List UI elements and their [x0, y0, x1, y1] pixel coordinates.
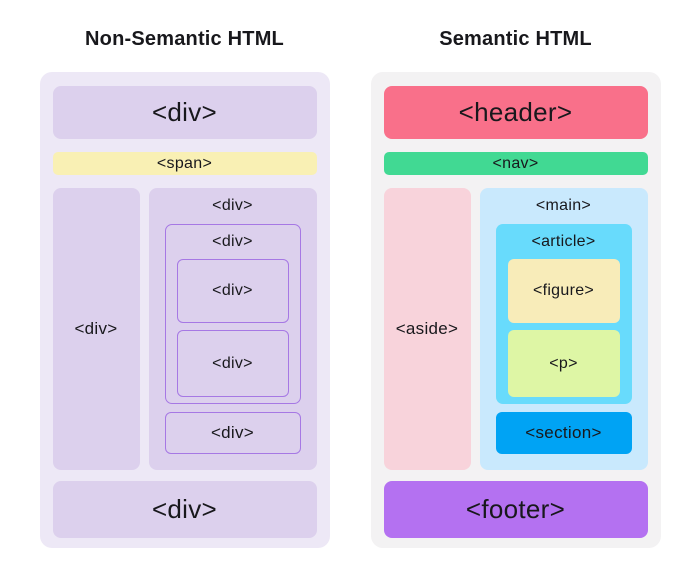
- footer-box: <footer>: [383, 481, 648, 538]
- main-column-label: <main>: [535, 197, 592, 214]
- section-box: <section>: [495, 412, 632, 454]
- semantic-layout-container: <header> <nav> <aside> <main> <article> …: [370, 72, 661, 548]
- bottom-banner-box: <div>: [52, 481, 317, 538]
- top-banner-box: <div>: [52, 86, 317, 139]
- article-box-label: <article>: [531, 233, 596, 250]
- article-box: <article> <figure> <p>: [495, 224, 632, 404]
- bar-box: <span>: [52, 152, 317, 175]
- sidebar-box: <div>: [52, 188, 140, 470]
- main-column: <main> <article> <figure> <p> <section>: [479, 188, 648, 470]
- header-box: <header>: [383, 86, 648, 139]
- nested-box-1: <div>: [176, 259, 289, 323]
- semantic-panel: Semantic HTML <header> <nav> <aside> <ma…: [370, 26, 661, 548]
- non-semantic-layout-container: <div> <span> <div> <div> <div> <div> <di…: [39, 72, 330, 548]
- wrapper-box-label: <div>: [212, 233, 253, 250]
- middle-row: <div> <div> <div> <div> <div> <div>: [52, 188, 317, 470]
- nested-box-2: <div>: [176, 330, 289, 397]
- semantic-title: Semantic HTML: [439, 28, 592, 50]
- lower-box: <div>: [164, 412, 301, 454]
- non-semantic-title: Non-Semantic HTML: [85, 28, 284, 50]
- diagram-comparison: Non-Semantic HTML <div> <span> <div> <di…: [39, 26, 661, 548]
- aside-box: <aside>: [383, 188, 471, 470]
- content-column: <div> <div> <div> <div> <div>: [148, 188, 317, 470]
- figure-box: <figure>: [507, 259, 620, 323]
- middle-row: <aside> <main> <article> <figure> <p> <s…: [383, 188, 648, 470]
- non-semantic-panel: Non-Semantic HTML <div> <span> <div> <di…: [39, 26, 330, 548]
- wrapper-box: <div> <div> <div>: [164, 224, 301, 404]
- paragraph-box: <p>: [507, 330, 620, 397]
- content-column-label: <div>: [212, 197, 253, 214]
- nav-box: <nav>: [383, 152, 648, 175]
